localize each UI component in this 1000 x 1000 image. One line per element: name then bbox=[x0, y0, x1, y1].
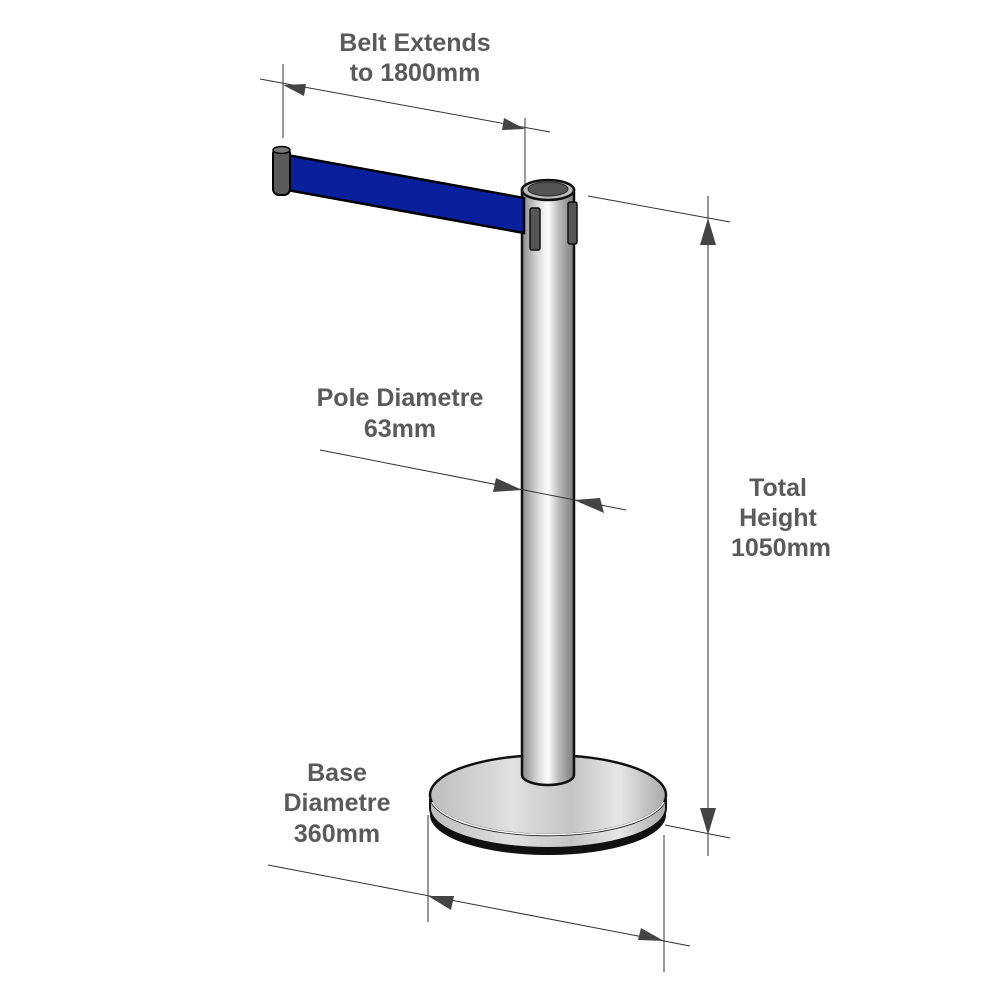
base-label-line1: Base bbox=[307, 759, 367, 787]
belt-dimension bbox=[259, 64, 551, 185]
height-label-line3: 1050mm bbox=[731, 534, 831, 562]
belt-label-line1: Belt Extends bbox=[339, 29, 490, 57]
base-label-line3: 360mm bbox=[294, 820, 380, 848]
belt bbox=[272, 145, 526, 235]
belt-clip bbox=[529, 207, 541, 251]
height-dimension bbox=[587, 195, 731, 856]
belt-clip bbox=[567, 201, 578, 245]
belt-label-line2: to 1800mm bbox=[350, 59, 481, 87]
pole-diameter-dimension bbox=[319, 449, 627, 513]
height-label-line2: Height bbox=[739, 504, 817, 532]
pole bbox=[520, 178, 578, 787]
base-label-line2: Diametre bbox=[284, 789, 391, 817]
pole-label-line1: Pole Diametre bbox=[317, 384, 484, 412]
base bbox=[428, 753, 668, 855]
base-diameter-dimension bbox=[267, 815, 691, 972]
pole-label-line2: 63mm bbox=[364, 415, 436, 443]
height-label-line1: Total bbox=[749, 474, 807, 502]
